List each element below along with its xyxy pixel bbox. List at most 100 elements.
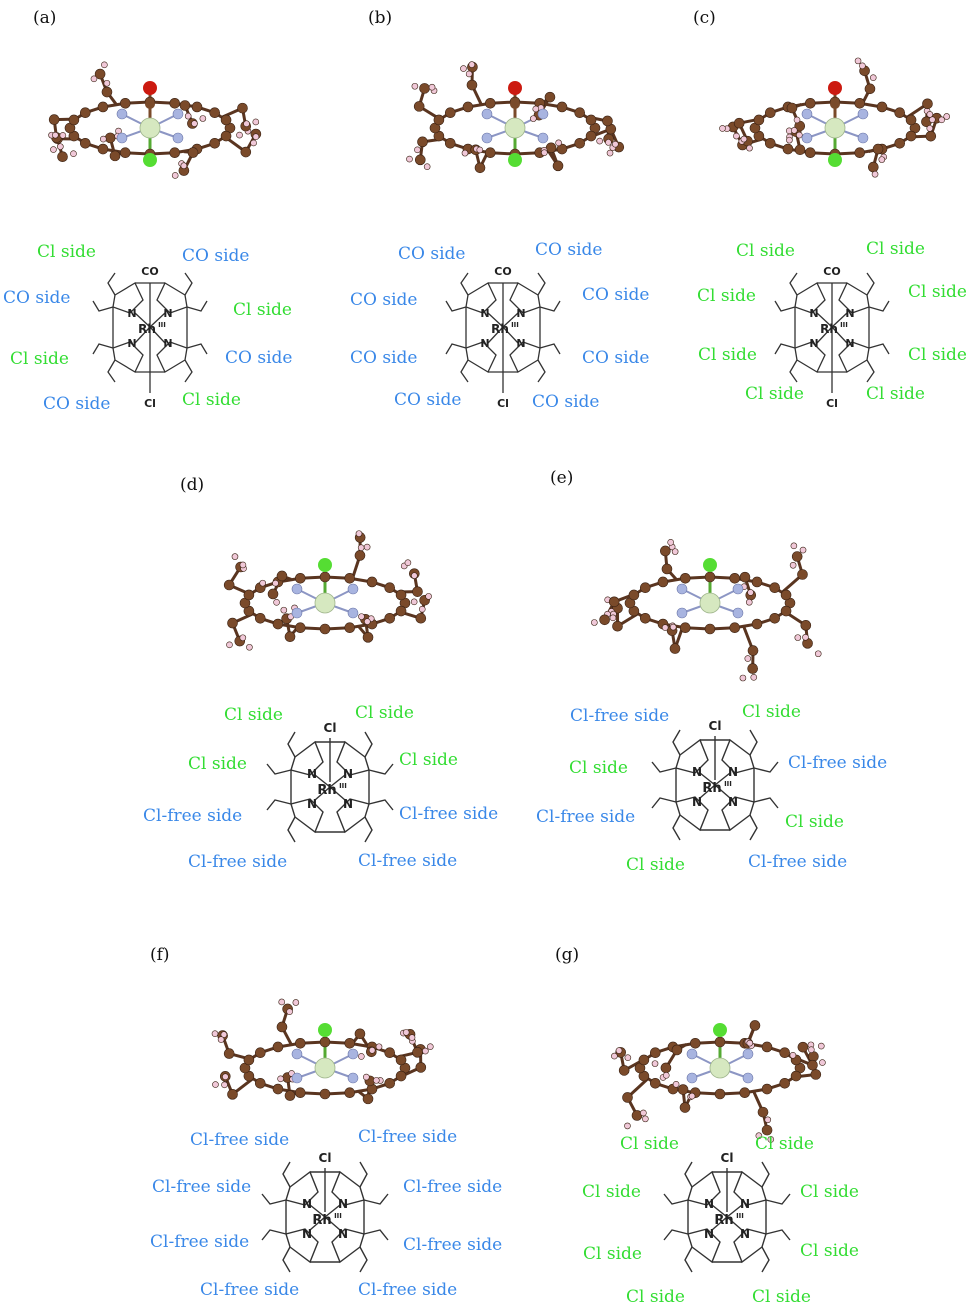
side-label: Cl-free side [358, 1127, 458, 1147]
carbon-atom [556, 143, 568, 155]
nitrogen-atom [172, 132, 184, 144]
hydrogen-atom [790, 542, 798, 550]
carbon-atom [319, 623, 331, 635]
carbon-atom [714, 1036, 726, 1048]
carbon-atom [800, 620, 812, 631]
carbon-atom [925, 130, 937, 142]
hydrogen-atom [750, 674, 758, 681]
molecule-f [211, 998, 434, 1105]
hydrogen-atom [425, 593, 432, 600]
nitrogen-label: N [307, 767, 317, 781]
hydrogen-atom [640, 1109, 647, 1117]
side-label: Cl side [626, 1287, 685, 1307]
carbon-atom [714, 1088, 726, 1100]
nitrogen-label: N [692, 765, 702, 779]
carbon-atom [657, 576, 669, 588]
carbon-atom [272, 1083, 284, 1095]
nitrogen-label: N [728, 795, 738, 809]
carbon-atom [729, 622, 741, 634]
carbon-atom [830, 99, 840, 109]
carbon-atom [599, 614, 610, 626]
carbon-atom [751, 618, 763, 630]
structure-e: Cl N N N N Rh III [651, 719, 779, 841]
cl-ligand-label: Cl [319, 1151, 332, 1165]
carbon-atom [704, 571, 716, 583]
hydrogen-atom [878, 156, 886, 163]
carbon-atom [544, 91, 556, 103]
side-label: Cl side [224, 705, 283, 725]
side-label: CO side [582, 285, 650, 305]
oxygen-atom [828, 81, 842, 95]
hydrogen-atom [926, 111, 934, 118]
hydrogen-atom [733, 132, 740, 140]
side-label: Cl side [37, 242, 96, 262]
hydrogen-atom [184, 112, 192, 120]
carbon-atom [484, 147, 496, 159]
hydrogen-atom [250, 139, 257, 147]
hydrogen-atom [465, 70, 473, 78]
carbon-atom [417, 136, 428, 148]
nitrogen-atom [801, 108, 813, 120]
oxidation-state-label: III [840, 321, 848, 329]
carbon-atom [574, 107, 586, 119]
hydrogen-atom [817, 1042, 825, 1050]
hydrogen-atom [358, 1053, 365, 1060]
hydrogen-atom [596, 137, 603, 145]
side-label: CO side [532, 392, 600, 412]
carbon-atom [791, 551, 803, 562]
carbon-atom [227, 617, 238, 629]
carbon-atom [661, 563, 673, 575]
hydrogen-atom [423, 163, 431, 170]
side-label: Cl-free side [399, 804, 499, 824]
hydrogen-atom [408, 1034, 416, 1041]
rhodium-label: Rh [820, 322, 838, 336]
carbon-atom [639, 612, 651, 624]
structure-g: Cl N N N N Rh III [663, 1151, 791, 1273]
carbon-atom [484, 97, 496, 109]
side-label: Cl-free side [143, 806, 243, 826]
side-label: Cl-free side [403, 1235, 503, 1255]
carbon-atom [94, 68, 106, 80]
nitrogen-label: N [809, 307, 818, 320]
hydrogen-atom [70, 150, 77, 158]
carbon-atom [48, 114, 60, 125]
chlorine-atom [508, 153, 522, 167]
structure-c: CO N N N N Rh III Cl [774, 265, 890, 410]
nitrogen-atom [537, 108, 549, 120]
carbon-atom [729, 572, 741, 584]
carbon-atom [444, 107, 456, 119]
nitrogen-label: N [845, 337, 854, 350]
nitrogen-atom [676, 583, 688, 595]
carbon-atom [276, 570, 288, 582]
nitrogen-atom [481, 108, 493, 120]
nitrogen-atom [291, 583, 303, 595]
carbon-atom [272, 618, 284, 630]
rhodium-label: Rh [317, 783, 336, 798]
carbon-atom [804, 97, 816, 109]
hydrogen-atom [411, 572, 418, 579]
hydrogen-atom [363, 543, 371, 551]
side-label: Cl side [182, 390, 241, 410]
carbon-atom [119, 147, 131, 159]
side-label: Cl-free side [190, 1130, 290, 1150]
side-label: Cl-free side [748, 852, 848, 872]
carbon-atom [384, 1077, 396, 1089]
side-label: Cl side [752, 1287, 811, 1307]
hydrogen-atom [807, 1046, 815, 1053]
molecule-g [611, 1020, 826, 1143]
side-label: Cl side [785, 812, 844, 832]
oxidation-state-label: III [724, 780, 732, 788]
nitrogen-label: N [338, 1197, 348, 1211]
cl-ligand-label: Cl [721, 1151, 734, 1165]
hydrogen-atom [406, 155, 413, 163]
carbon-atom [649, 1077, 661, 1089]
carbon-atom [366, 576, 378, 588]
carbon-atom [804, 147, 816, 159]
panel-label-e: (e) [550, 468, 574, 488]
hydrogen-atom [428, 83, 436, 91]
rhodium-atom [504, 117, 526, 139]
hydrogen-atom [59, 132, 67, 139]
chlorine-atom [703, 558, 717, 572]
side-label: Cl-free side [152, 1177, 252, 1197]
hydrogen-atom [273, 598, 280, 606]
